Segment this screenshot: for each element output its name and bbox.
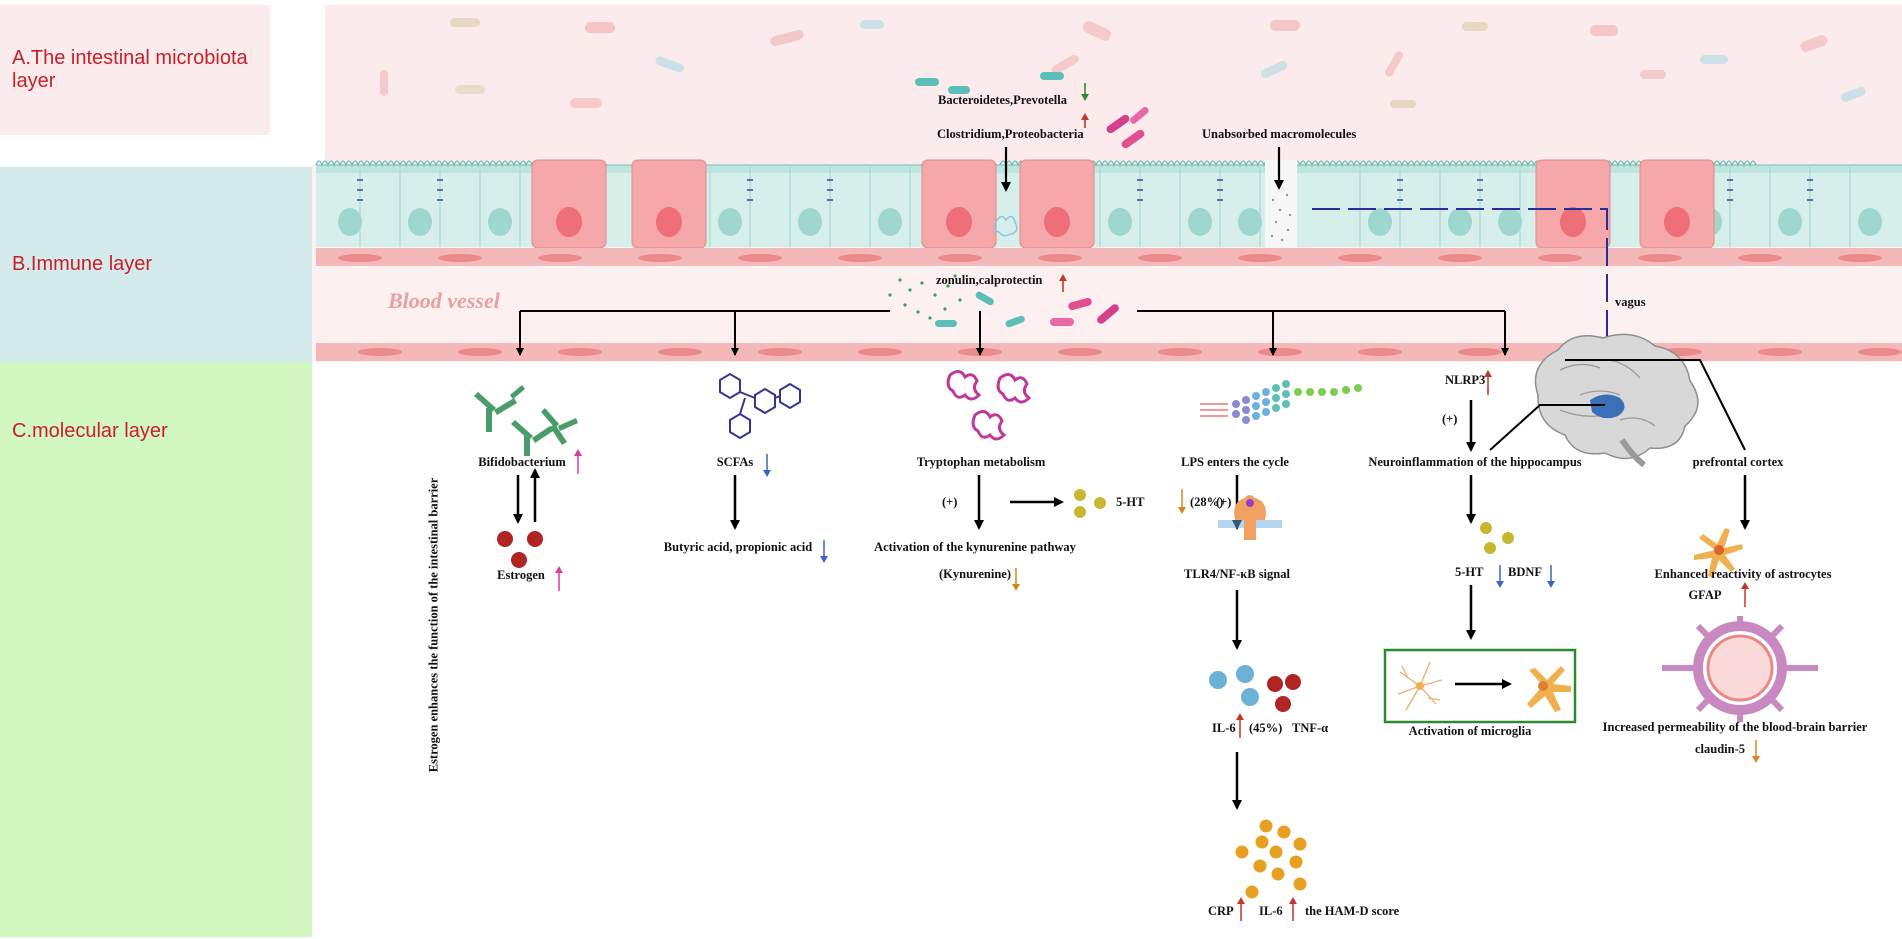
layer-b-label: B.Immune layer bbox=[0, 167, 312, 362]
plus-1-label: (+) bbox=[942, 495, 958, 509]
molecular-background bbox=[312, 362, 1902, 939]
translocated-particles bbox=[888, 274, 962, 320]
serotonin-molecules-a bbox=[1074, 489, 1106, 518]
plus-2-label: (+) bbox=[1216, 495, 1232, 509]
intestinal-epithelium bbox=[315, 159, 1902, 252]
cytokine-molecules bbox=[1209, 665, 1301, 712]
nlrp3-label: NLRP3 bbox=[1445, 373, 1486, 387]
layer-c-label: C.molecular layer bbox=[0, 362, 312, 937]
brain-to-prefrontal-line bbox=[1565, 359, 1746, 451]
lps-molecule-icon bbox=[1200, 380, 1362, 424]
unabsorbed-label: Unabsorbed macromolecules bbox=[1202, 127, 1357, 141]
astrocytes-label: Enhanced reactivity of astrocytes bbox=[1654, 567, 1832, 581]
blood-brain-barrier-icon bbox=[1662, 616, 1818, 722]
prefrontal-label: prefrontal cortex bbox=[1692, 455, 1784, 469]
tryptophan-label: Tryptophan metabolism bbox=[916, 455, 1046, 469]
il6b-label: IL-6 bbox=[1259, 904, 1283, 918]
scfas-label: SCFAs bbox=[716, 455, 754, 469]
kynurenine-label: (Kynurenine) bbox=[939, 567, 1011, 581]
estrogen-label: Estrogen bbox=[497, 568, 545, 582]
microglia-label: Activation of microglia bbox=[1408, 724, 1532, 738]
serotonin-a-label: 5-HT bbox=[1116, 495, 1145, 509]
estrogen-barrier-label: Estrogen enhances the function of the in… bbox=[426, 477, 441, 773]
serotonin-molecules-b bbox=[1480, 522, 1514, 554]
bdnf-label: BDNF bbox=[1508, 565, 1543, 579]
lps-label: LPS enters the cycle bbox=[1181, 455, 1289, 469]
plus-3-label: (+) bbox=[1442, 412, 1458, 426]
bifidobacterium-icon bbox=[474, 385, 578, 456]
brain-icon bbox=[1534, 333, 1699, 468]
resting-microglia-icon bbox=[1397, 661, 1443, 711]
tlr4-label: TLR4/NF-κB signal bbox=[1184, 567, 1290, 581]
layer-a-label: A.The intestinal microbiota layer bbox=[0, 5, 270, 135]
activated-microglia-icon bbox=[1527, 666, 1571, 712]
bifidobacterium-label: Bifidobacterium bbox=[478, 455, 566, 469]
kynurenine-pathway-label: Activation of the kynurenine pathway bbox=[874, 540, 1076, 554]
microbiota-background bbox=[325, 5, 1902, 165]
goblet-cells bbox=[531, 159, 1715, 249]
inflammatory-markers bbox=[1235, 819, 1307, 899]
tlr4-receptor-icon bbox=[1218, 495, 1282, 540]
serotonin-b-label: 5-HT bbox=[1455, 565, 1484, 579]
il6-label: IL-6 bbox=[1212, 721, 1236, 735]
zonulin-label: zonulin,calprotectin bbox=[936, 273, 1043, 287]
pct-45-label: (45%) bbox=[1249, 721, 1283, 735]
claudin-label: claudin-5 bbox=[1694, 742, 1746, 756]
hamd-label: the HAM-D score bbox=[1305, 904, 1400, 918]
clostridium-label: Clostridium,Proteobacteria bbox=[937, 127, 1084, 141]
microglia-box bbox=[1383, 648, 1577, 724]
brain-to-hippocampus-line bbox=[1489, 404, 1605, 451]
estrogen-molecules bbox=[497, 531, 543, 568]
bacteroidetes-label: Bacteroidetes,Prevotella bbox=[938, 93, 1068, 107]
bacteria-decoration bbox=[380, 18, 1866, 108]
neuroinflammation-label: Neuroinflammation of the hippocampus bbox=[1368, 455, 1582, 469]
distribution-arrows bbox=[516, 310, 1509, 356]
astrocyte-icon bbox=[1694, 528, 1743, 578]
vagus-label: vagus bbox=[1615, 295, 1646, 309]
gut-bacteria bbox=[915, 72, 1149, 149]
crp-label: CRP bbox=[1208, 904, 1234, 918]
tryptophan-icon bbox=[946, 370, 1032, 441]
tnf-label: TNF-α bbox=[1292, 721, 1329, 735]
butyric-label: Butyric acid, propionic acid bbox=[663, 540, 813, 554]
bbb-label: Increased permeability of the blood-brai… bbox=[1602, 720, 1868, 734]
vessel-bacteria bbox=[935, 291, 1119, 328]
scfa-molecule-icon bbox=[719, 372, 801, 440]
blood-vessel-label: Blood vessel bbox=[388, 288, 500, 313]
gfap-label: GFAP bbox=[1688, 588, 1722, 602]
pct-28-label: (28%) bbox=[1190, 495, 1224, 509]
